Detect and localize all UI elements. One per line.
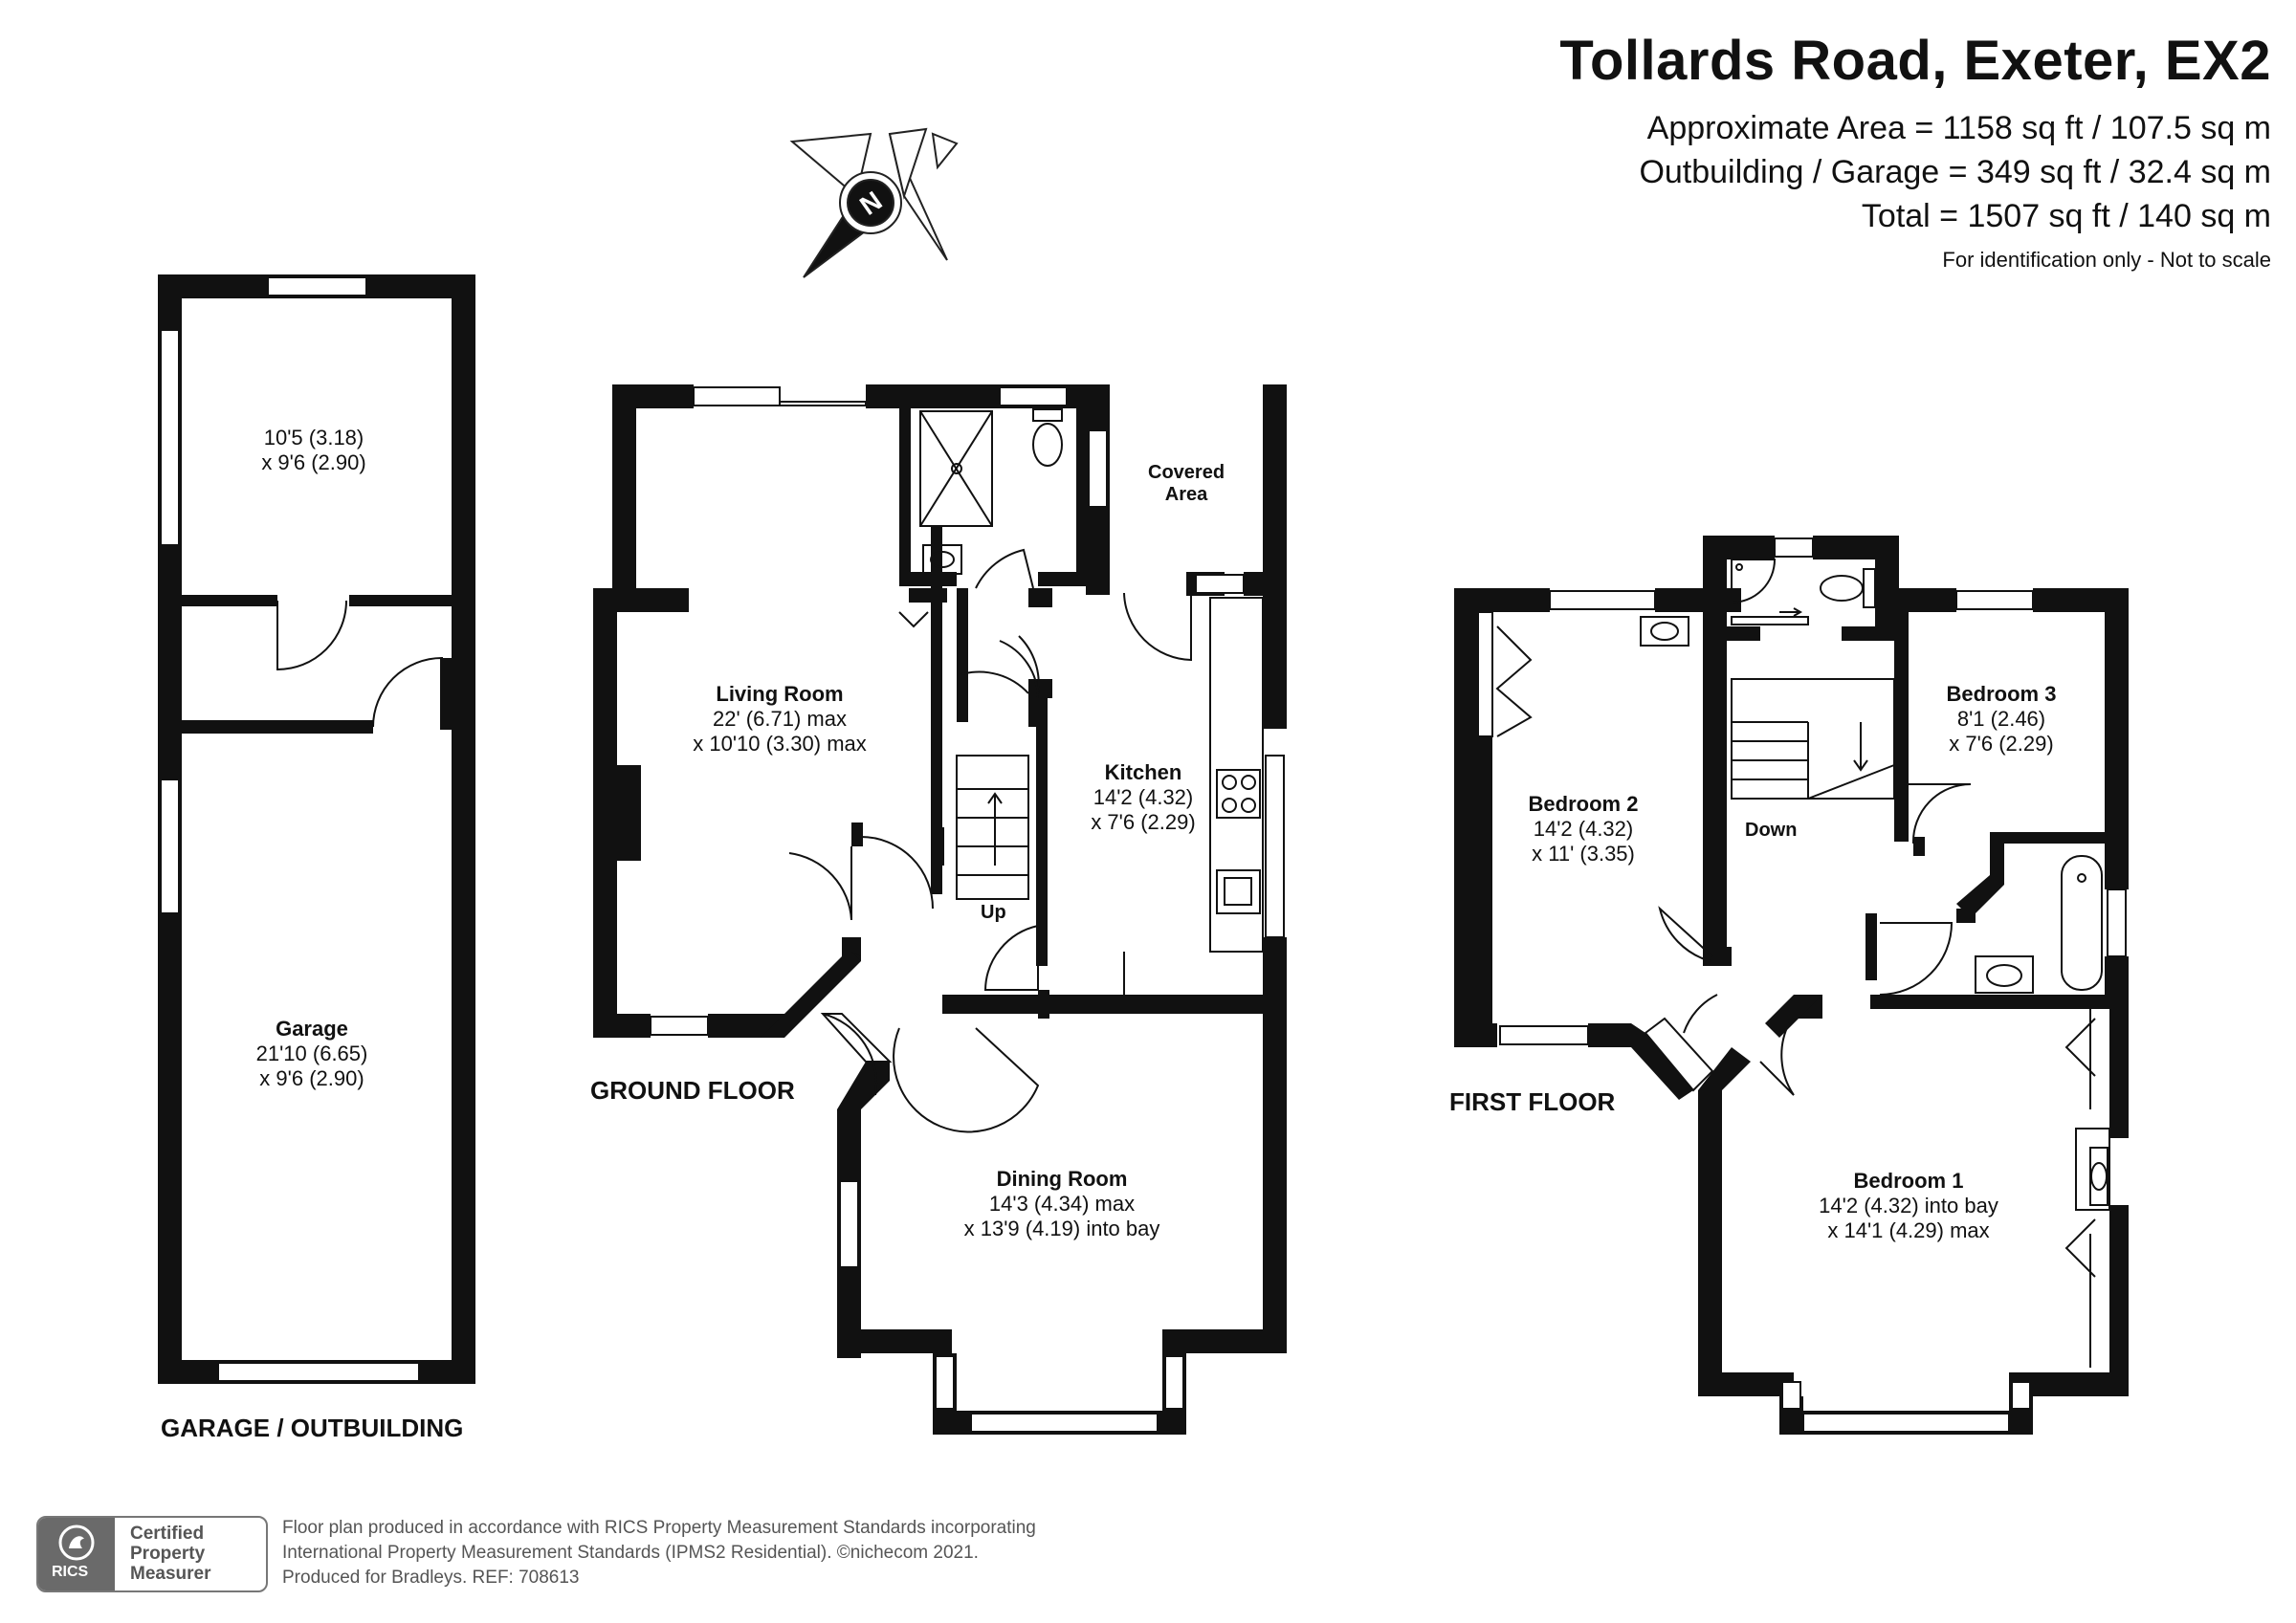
property-title: Tollards Road, Exeter, EX2 (1559, 30, 2271, 92)
first-floor-label: FIRST FLOOR (1449, 1087, 1616, 1116)
badge-caption: Certified Property Measurer (130, 1524, 211, 1584)
bedroom-1-label: Bedroom 1 14'2 (4.32) into bay x 14'1 (4… (1819, 1169, 1998, 1242)
first-floor-fixtures (1640, 559, 2108, 1206)
rics-logo: RICS (38, 1518, 115, 1590)
first-floor-walls (1454, 536, 2129, 1435)
bedroom-2-label: Bedroom 2 14'2 (4.32) x 11' (3.35) (1528, 792, 1639, 866)
total-area: Total = 1507 sq ft / 140 sq m (1861, 198, 2271, 234)
disclaimer-note: For identification only - Not to scale (1942, 248, 2271, 272)
ground-floor-doors (788, 548, 1192, 1133)
dining-room-label: Dining Room 14'3 (4.34) max x 13'9 (4.19… (963, 1167, 1160, 1240)
kitchen-room-label: Kitchen 14'2 (4.32) x 7'6 (2.29) (1091, 760, 1196, 834)
garage-doors (276, 600, 443, 728)
property-header: Tollards Road, Exeter, EX2 Approximate A… (1559, 29, 2271, 273)
ground-floor-windows (650, 386, 1285, 1433)
ground-floor-walls (593, 384, 1287, 1435)
rics-certified-badge: RICS Certified Property Measurer (36, 1516, 268, 1592)
garage-room-label: Garage 21'10 (6.65) x 9'6 (2.90) (255, 1017, 368, 1090)
garage-floor-label: GARAGE / OUTBUILDING (161, 1414, 464, 1442)
outbuilding-room-label: 10'5 (3.18) x 9'6 (2.90) (261, 426, 366, 474)
outbuilding-area: Outbuilding / Garage = 349 sq ft / 32.4 … (1639, 154, 2271, 190)
first-floor-windows (1499, 537, 2127, 1433)
approximate-area: Approximate Area = 1158 sq ft / 107.5 sq… (1646, 110, 2271, 146)
stairs-up-label: Up (981, 902, 1006, 923)
first-floor-doors (1477, 611, 2110, 1368)
covered-area-label: Covered Area (1148, 462, 1225, 505)
rics-lion-icon (58, 1524, 95, 1561)
footer-statement: Floor plan produced in accordance with R… (282, 1518, 1036, 1588)
living-room-label: Living Room 22' (6.71) max x 10'10 (3.30… (693, 682, 867, 756)
ground-floor-label: GROUND FLOOR (590, 1076, 795, 1105)
compass-rose (789, 127, 959, 278)
stairs-down-label: Down (1745, 820, 1798, 841)
bedroom-3-label: Bedroom 3 8'1 (2.46) x 7'6 (2.29) (1946, 682, 2057, 756)
garage-windows (160, 276, 420, 1382)
rics-brand: RICS (52, 1564, 89, 1580)
ground-floor-fixtures (898, 408, 1264, 995)
